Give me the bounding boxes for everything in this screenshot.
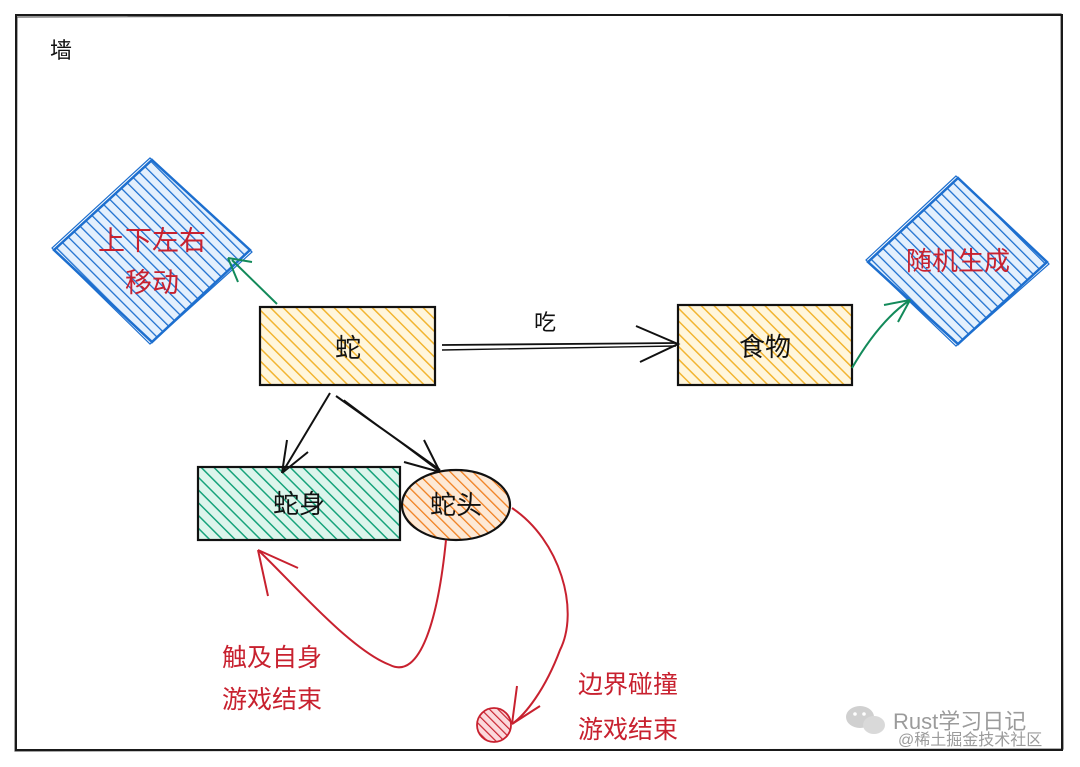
wechat-icon (846, 706, 885, 734)
move-edge (227, 257, 278, 305)
border-collision-line2: 游戏结束 (578, 715, 678, 744)
food-label: 食物 (739, 333, 791, 363)
eat-edge: 吃 (441, 311, 681, 363)
watermark-community: @稀土掘金技术社区 (898, 731, 1042, 749)
wall-label: 墙 (50, 39, 72, 64)
border-marker (476, 707, 512, 743)
snake-head-node: 蛇头 (400, 468, 512, 542)
body-edge (281, 392, 331, 474)
border-collision-line1: 边界碰撞 (578, 670, 678, 699)
eat-label: 吃 (534, 311, 556, 336)
self-collision-edge: 触及自身 游戏结束 (222, 539, 447, 714)
snake-node: 蛇 (258, 305, 437, 387)
snake-label: 蛇 (335, 334, 361, 364)
self-collision-line1: 触及自身 (222, 643, 322, 672)
watermark-brand: Rust学习日记 (893, 709, 1026, 734)
move-diamond: 上下左右 移动 (51, 157, 253, 345)
wall-frame (14, 13, 1064, 752)
random-diamond: 随机生成 (865, 175, 1050, 347)
move-label-line1: 上下左右 (98, 226, 206, 257)
food-node: 食物 (676, 303, 854, 387)
random-label: 随机生成 (906, 247, 1010, 277)
self-collision-line2: 游戏结束 (222, 685, 322, 714)
snake-head-label: 蛇头 (430, 491, 482, 521)
watermark: Rust学习日记 @稀土掘金技术社区 (846, 706, 1042, 749)
border-collision-edge: 边界碰撞 游戏结束 (476, 507, 678, 744)
move-label-line2: 移动 (125, 268, 179, 299)
head-edge (335, 395, 441, 473)
snake-body-label: 蛇身 (273, 490, 325, 520)
random-edge (851, 299, 911, 369)
snake-body-node: 蛇身 (196, 465, 402, 542)
